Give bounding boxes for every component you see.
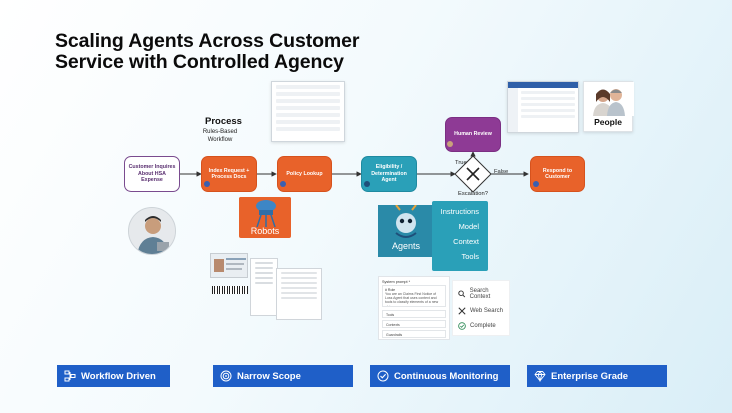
agents-components-list: Instructions Model Context Tools xyxy=(432,201,488,271)
badge-label: Narrow Scope xyxy=(237,370,301,382)
prompt-row-contexts[interactable]: Contexts xyxy=(382,320,446,328)
prompt-title: System prompt * xyxy=(382,280,411,284)
prompt-row-guardrails-label: Guardrails xyxy=(386,333,403,337)
page-title: Scaling Agents Across Customer Service w… xyxy=(55,31,359,73)
title-line-1: Scaling Agents Across Customer xyxy=(55,30,360,52)
invoice-image xyxy=(276,268,322,320)
diamond-icon xyxy=(533,370,546,383)
water-tower-icon xyxy=(239,197,291,228)
prompt-row-contexts-label: Contexts xyxy=(386,323,400,327)
system-prompt-panel: System prompt * # Role You are an Claims… xyxy=(378,276,450,340)
edge-label-false: False xyxy=(494,169,509,175)
badge-narrow-scope: Narrow Scope xyxy=(213,365,353,387)
badge-workflow-driven: Workflow Driven xyxy=(57,365,170,387)
badge-label: Enterprise Grade xyxy=(551,370,629,382)
badge-continuous-monitoring: Continuous Monitoring xyxy=(370,365,510,387)
node-index-request: Index Request + Process Docs xyxy=(201,156,257,192)
agents-label: Agents xyxy=(391,241,421,251)
node-respond-customer: Respond to Customer xyxy=(530,156,585,192)
tool-status-item: Web Search xyxy=(453,300,509,315)
receipt-image xyxy=(250,258,278,316)
agents-item-context: Context xyxy=(453,237,479,246)
robot-avatar-icon xyxy=(280,181,286,187)
workflow-icon xyxy=(63,370,76,383)
robot-avatar-icon xyxy=(533,181,539,187)
prompt-body: You are an Claims First Notice of Loss A… xyxy=(385,292,439,307)
tool-status-label: Web Search xyxy=(470,308,503,314)
robot-avatar-icon xyxy=(204,181,210,187)
prompt-row-guardrails[interactable]: Guardrails xyxy=(382,330,446,338)
check-circle-icon xyxy=(458,322,466,330)
agents-item-instructions: Instructions xyxy=(440,207,479,216)
node-policy-lookup: Policy Lookup xyxy=(277,156,332,192)
check-circle-icon xyxy=(376,370,389,383)
robot-mascot-icon xyxy=(378,205,434,245)
badge-enterprise-grade: Enterprise Grade xyxy=(527,365,667,387)
edge-label-true: True xyxy=(455,160,467,166)
prompt-subtitle: # Role xyxy=(385,288,396,292)
people-card: People xyxy=(583,81,634,132)
title-line-2: Service with Controlled Agency xyxy=(55,51,344,73)
tools-icon xyxy=(458,307,466,315)
edge-label-escalation: Escalation? xyxy=(458,191,488,197)
customer-avatar xyxy=(128,207,176,255)
tool-status-panel: Search Context Web Search Complete xyxy=(452,280,510,336)
agents-tile: Agents xyxy=(378,205,434,257)
agents-item-tools: Tools xyxy=(461,252,479,261)
badge-label: Workflow Driven xyxy=(81,370,156,382)
node-customer-inquiry: Customer Inquires About HSA Expense xyxy=(124,156,180,192)
people-photo xyxy=(584,82,634,116)
tool-status-label: Search Context xyxy=(469,288,491,300)
person-avatar-icon xyxy=(447,141,453,147)
workflow-config-screenshot xyxy=(271,81,345,142)
review-app-screenshot xyxy=(507,81,579,133)
robots-tile: Robots xyxy=(239,197,291,238)
agent-avatar-icon xyxy=(364,181,370,187)
prompt-row-tools[interactable]: Tools xyxy=(382,310,446,318)
node-eligibility-agent: Eligibility / Determination Agent xyxy=(361,156,417,192)
tool-status-label: Complete xyxy=(470,323,496,329)
process-label: Process xyxy=(205,116,242,127)
target-icon xyxy=(219,370,232,383)
barcode-image xyxy=(212,286,248,294)
search-icon xyxy=(458,290,466,298)
badge-label: Continuous Monitoring xyxy=(394,370,499,382)
tool-status-item: Complete xyxy=(453,315,509,330)
people-label: People xyxy=(594,117,622,127)
node-human-review: Human Review xyxy=(445,117,501,152)
prompt-row-tools-label: Tools xyxy=(386,313,395,317)
robots-label: Robots xyxy=(250,226,280,236)
driver-license-image xyxy=(210,253,248,278)
agents-item-model: Model xyxy=(458,222,479,231)
prompt-textarea[interactable]: # Role You are an Claims First Notice of… xyxy=(382,285,446,307)
process-sublabel: Rules-Based Workflow xyxy=(202,129,238,143)
tool-status-item: Search Context xyxy=(453,281,509,300)
